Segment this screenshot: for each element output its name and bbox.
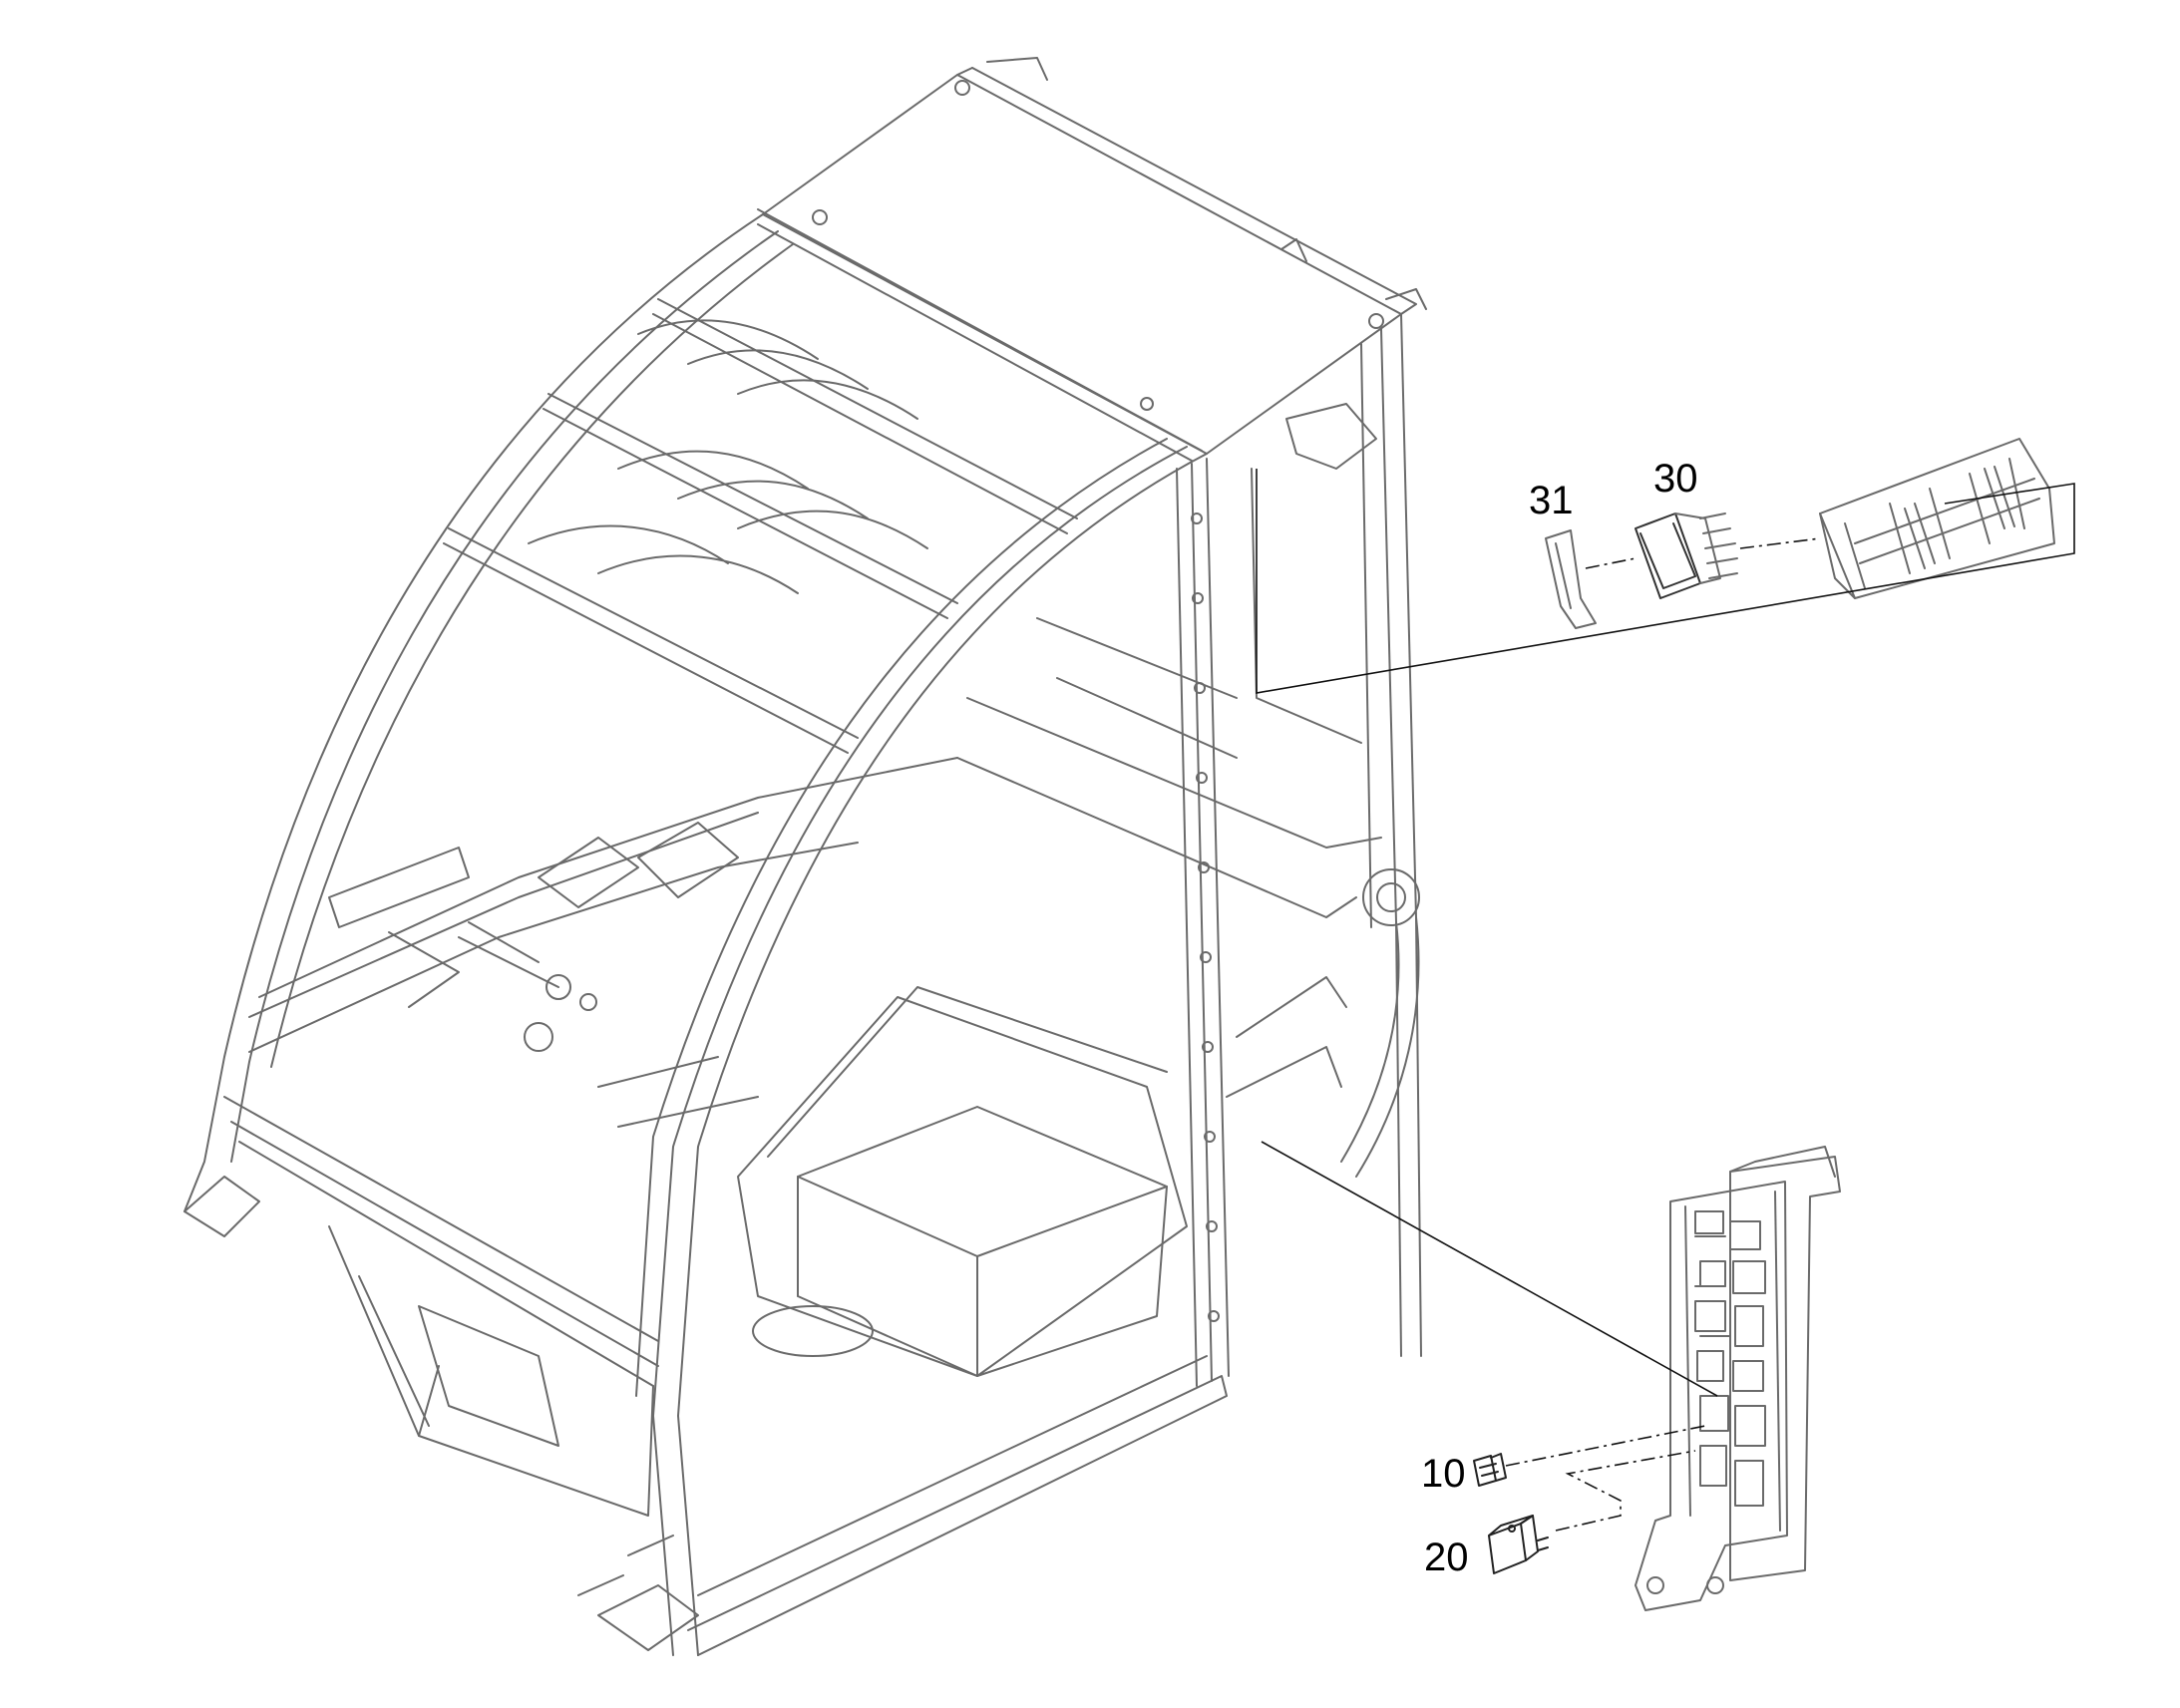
callout-30: 30 <box>1653 457 1698 501</box>
rear-wall <box>956 757 1357 918</box>
seat-base <box>797 1106 1168 1377</box>
b-pillar <box>1176 458 1230 1387</box>
switch-panel <box>1819 438 2055 599</box>
leader-lines <box>1256 469 2075 1532</box>
front-arch <box>183 213 764 1212</box>
part-30-switch <box>1635 512 1738 599</box>
callout-20: 20 <box>1424 1536 1469 1579</box>
callout-31: 31 <box>1529 479 1574 522</box>
part-31-cover <box>1545 529 1597 629</box>
rear-pillar <box>1400 313 1422 1357</box>
part-10-fuse <box>1473 1453 1507 1487</box>
cab-floor <box>737 996 1188 1377</box>
dashboard <box>258 757 958 998</box>
callout-10: 10 <box>1421 1452 1466 1496</box>
front-crossbar <box>223 1096 659 1387</box>
fuse-board <box>1635 1146 1841 1611</box>
part-20-relay <box>1488 1515 1549 1574</box>
windshield-bars <box>448 208 1203 739</box>
cab-frame <box>183 57 1427 1656</box>
